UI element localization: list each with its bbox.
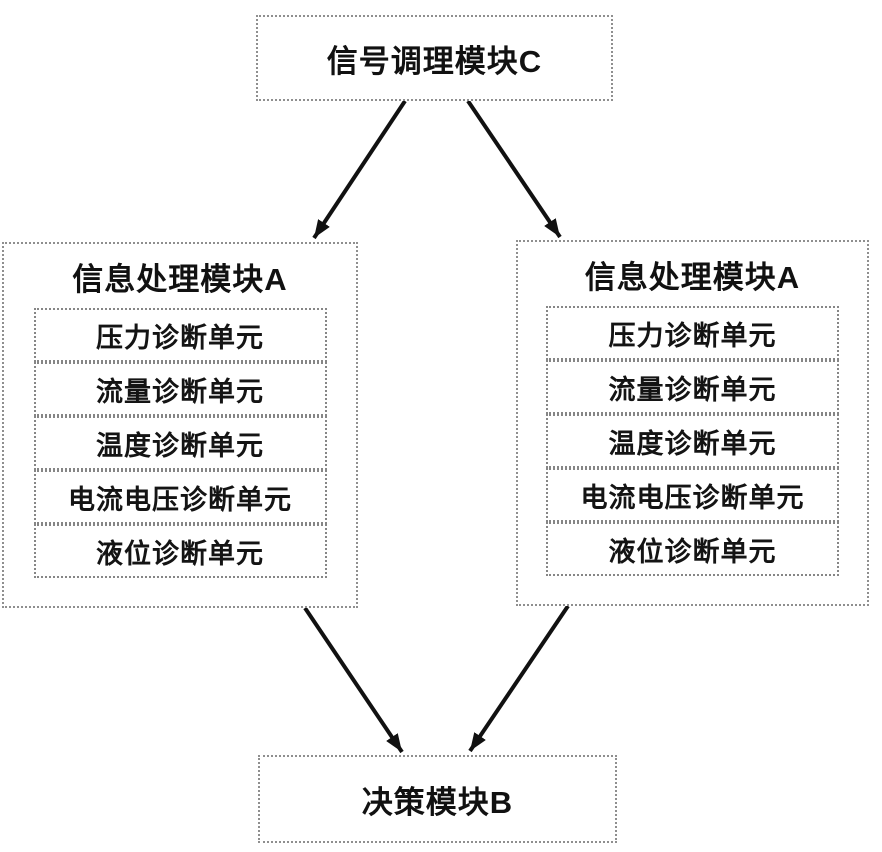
unit-temperature-diagnosis: 温度诊断单元 — [33, 416, 327, 470]
arrow-left-module-to-bottom — [303, 606, 404, 754]
arrow-right-module-to-bottom — [468, 604, 570, 753]
signal-conditioning-module-box: 信号调理模块C — [256, 15, 613, 101]
unit-pressure-diagnosis: 压力诊断单元 — [33, 308, 327, 362]
decision-module-label: 决策模块B — [361, 784, 514, 820]
unit-flow-diagnosis: 流量诊断单元 — [546, 360, 839, 414]
unit-current-voltage-diagnosis: 电流电压诊断单元 — [33, 470, 327, 524]
arrow-top-to-right-module — [466, 99, 562, 239]
unit-liquid-level-diagnosis: 液位诊断单元 — [33, 524, 327, 578]
unit-flow-diagnosis: 流量诊断单元 — [33, 362, 327, 416]
processing-module-right-title: 信息处理模块A — [584, 259, 801, 295]
processing-module-left-title: 信息处理模块A — [72, 261, 288, 297]
decision-module-box: 决策模块B — [258, 755, 617, 843]
processing-module-right-units: 压力诊断单元 流量诊断单元 温度诊断单元 电流电压诊断单元 液位诊断单元 — [546, 306, 839, 576]
signal-conditioning-module-label: 信号调理模块C — [326, 43, 543, 79]
processing-module-right-box: 信息处理模块A 压力诊断单元 流量诊断单元 温度诊断单元 电流电压诊断单元 液位… — [516, 240, 869, 606]
processing-module-left-box: 信息处理模块A 压力诊断单元 流量诊断单元 温度诊断单元 电流电压诊断单元 液位… — [2, 242, 358, 608]
unit-current-voltage-diagnosis: 电流电压诊断单元 — [546, 468, 839, 522]
unit-temperature-diagnosis: 温度诊断单元 — [546, 414, 839, 468]
unit-pressure-diagnosis: 压力诊断单元 — [546, 306, 839, 360]
unit-liquid-level-diagnosis: 液位诊断单元 — [546, 522, 839, 576]
processing-module-left-units: 压力诊断单元 流量诊断单元 温度诊断单元 电流电压诊断单元 液位诊断单元 — [33, 308, 327, 578]
arrow-top-to-left-module — [312, 99, 407, 240]
